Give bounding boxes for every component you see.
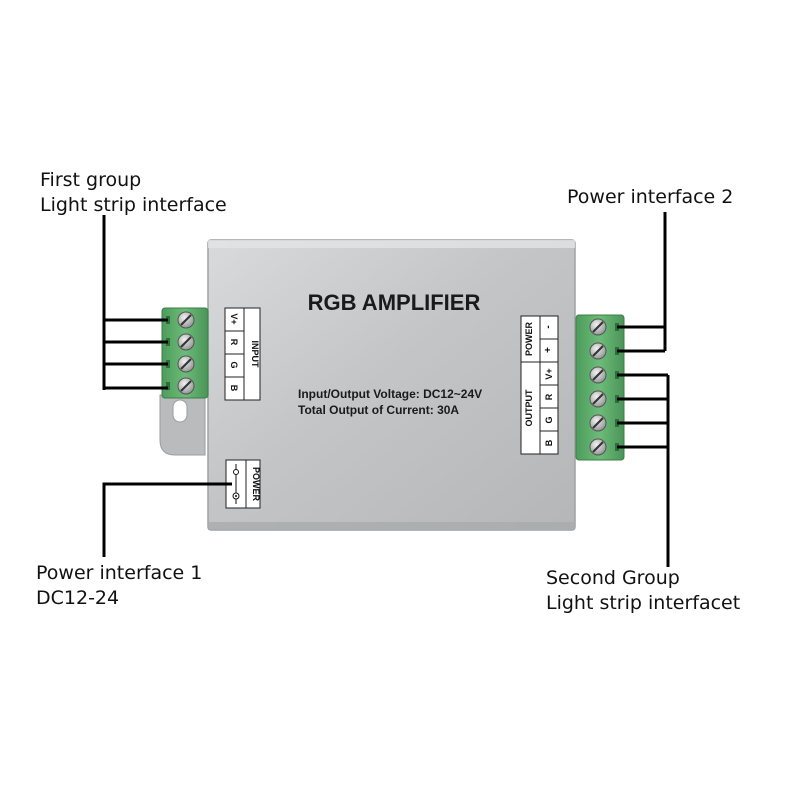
output-pin-g: G bbox=[544, 416, 554, 423]
output-terminal-screws bbox=[589, 318, 607, 456]
callout-second-group-line2: Light strip interfacet bbox=[546, 592, 741, 614]
input-pin-r: R bbox=[229, 339, 239, 346]
input-terminal-block bbox=[161, 307, 209, 399]
output-pin-b: B bbox=[544, 439, 554, 446]
output-power-label-block: POWER - + bbox=[520, 315, 559, 363]
callout-power-interface-1-line1: Power interface 1 bbox=[36, 562, 203, 584]
output-power-pin-plus: + bbox=[543, 347, 554, 353]
callout-second-group: Second Group Light strip interfacet bbox=[546, 566, 740, 616]
callout-power-interface-2-line1: Power interface 2 bbox=[567, 186, 734, 208]
housing-top-rim bbox=[208, 240, 575, 248]
flange-slot bbox=[172, 399, 188, 423]
power-header: POWER bbox=[251, 467, 261, 502]
spec-current: Total Output of Current: 30A bbox=[298, 403, 459, 417]
output-terminal-block bbox=[575, 314, 625, 461]
device-title: RGB AMPLIFIER bbox=[308, 290, 481, 315]
callout-first-group-line1: First group bbox=[40, 169, 142, 191]
input-pin-vplus: V+ bbox=[229, 313, 239, 324]
output-pin-vplus: V+ bbox=[544, 368, 554, 379]
housing-bottom-rim bbox=[208, 522, 575, 530]
output-power-pin-minus: - bbox=[543, 325, 554, 328]
callout-first-group: First group Light strip interface bbox=[40, 168, 227, 218]
leader-power-interface-2 bbox=[617, 212, 667, 353]
output-header: OUTPUT bbox=[524, 389, 534, 427]
mounting-flange bbox=[159, 394, 206, 456]
power-label-block: POWER bbox=[225, 459, 261, 509]
dc-jack-symbol-icon bbox=[232, 464, 240, 504]
leader-power-interface-1 bbox=[102, 482, 232, 557]
input-header: INPUT bbox=[250, 341, 260, 369]
input-terminal-screws bbox=[177, 311, 195, 395]
input-pin-g: G bbox=[229, 361, 239, 368]
leader-second-group bbox=[617, 373, 670, 567]
callout-power-interface-1-line2: DC12-24 bbox=[36, 587, 120, 609]
output-power-header: POWER bbox=[524, 322, 534, 357]
output-label-block: OUTPUT V+ R G B bbox=[520, 361, 559, 455]
input-label-block: INPUT V+ R G B bbox=[224, 307, 261, 401]
callout-power-interface-2: Power interface 2 bbox=[567, 185, 733, 210]
callout-first-group-line2: Light strip interface bbox=[40, 194, 227, 216]
output-pin-r: R bbox=[544, 393, 554, 400]
leader-first-group bbox=[102, 215, 168, 390]
callout-second-group-line1: Second Group bbox=[546, 567, 680, 589]
input-pin-b: B bbox=[229, 385, 239, 392]
spec-voltage: Input/Output Voltage: DC12~24V bbox=[298, 387, 482, 401]
amplifier-housing bbox=[207, 239, 576, 531]
callout-power-interface-1: Power interface 1 DC12-24 bbox=[36, 561, 202, 611]
